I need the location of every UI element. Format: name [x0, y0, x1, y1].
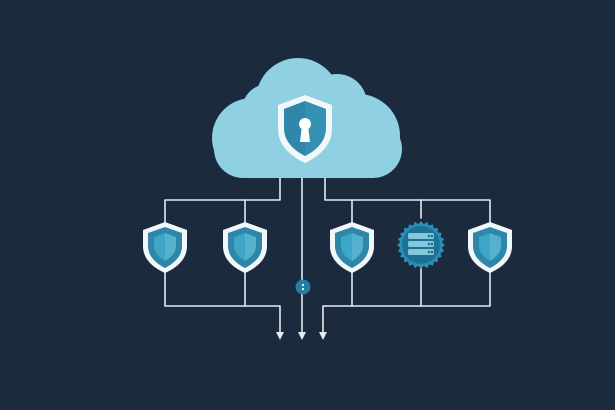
- connector-bottom-left: [164, 269, 281, 335]
- node-row: [143, 221, 512, 273]
- junction-dot-icon: [295, 279, 311, 295]
- connector-cloud-left: [164, 175, 281, 227]
- connector-lines: [164, 175, 491, 335]
- arrow-down-icon: [319, 332, 327, 340]
- server-badge-icon: [397, 221, 445, 269]
- connector-bottom-right: [322, 269, 491, 335]
- arrow-down-icon: [298, 332, 306, 340]
- shield-icon: [330, 222, 374, 273]
- shield-icon: [468, 222, 512, 273]
- shield-lock-icon: [278, 95, 332, 163]
- output-arrows: [276, 332, 327, 340]
- connector-cloud-right: [324, 175, 491, 227]
- arrow-down-icon: [276, 332, 284, 340]
- shield-icon: [223, 222, 267, 273]
- cloud-icon: [212, 58, 402, 178]
- shield-icon: [143, 222, 187, 273]
